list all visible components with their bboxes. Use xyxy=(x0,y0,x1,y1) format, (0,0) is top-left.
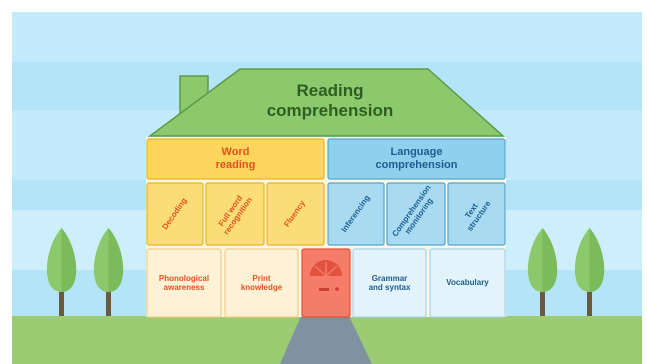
vocabulary-box xyxy=(429,248,506,318)
grammar-and-syntax-label: Grammar and syntax xyxy=(368,273,411,292)
word-reading-box xyxy=(146,138,325,180)
language-comprehension-box xyxy=(327,138,506,180)
text-structure-box xyxy=(447,182,506,246)
tree-left-2 xyxy=(93,228,124,316)
reading-comprehension-title: Reading comprehension xyxy=(266,81,394,120)
door xyxy=(301,248,351,318)
fluency-box xyxy=(266,182,325,246)
tree-left-1 xyxy=(46,228,77,316)
comprehension-monitoring-box xyxy=(386,182,446,246)
vocabulary-label: Vocabulary xyxy=(446,278,489,288)
grammar-and-syntax-box xyxy=(352,248,427,318)
tree-right-1 xyxy=(527,228,558,316)
path xyxy=(280,316,372,364)
tree-right-2 xyxy=(574,228,605,316)
roof xyxy=(147,68,505,137)
word-reading-title: Word reading xyxy=(215,146,256,171)
sky-band xyxy=(12,12,642,62)
print-knowledge-label: Print knowledge xyxy=(240,273,283,292)
full-word-recognition-box xyxy=(205,182,265,246)
print-knowledge-box xyxy=(224,248,299,318)
inferencing-box xyxy=(327,182,385,246)
phonological-awareness-label: Phonological awareness xyxy=(158,273,210,292)
decoding-box xyxy=(146,182,204,246)
phonological-awareness-box xyxy=(146,248,222,318)
language-comprehension-title: Language comprehension xyxy=(375,146,458,171)
